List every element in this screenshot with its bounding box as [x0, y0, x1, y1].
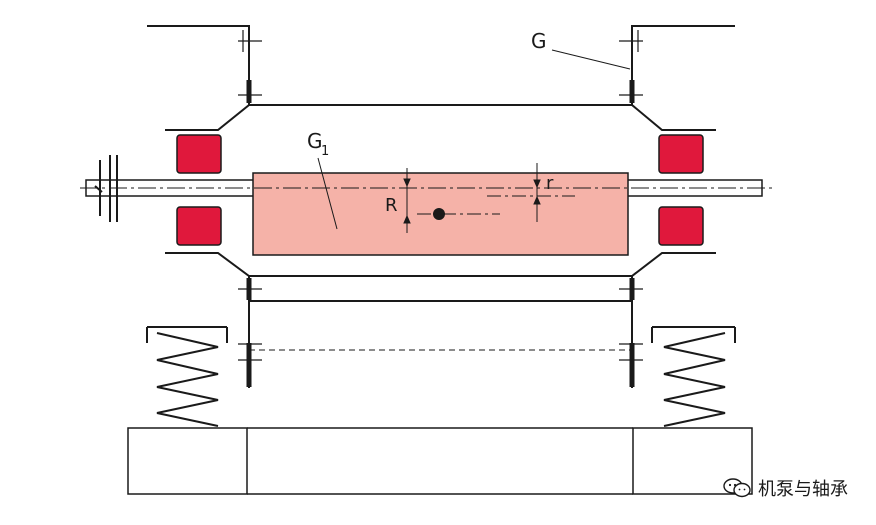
label-rotor-weight: G: [307, 129, 323, 153]
watermark: 机泵与轴承: [722, 475, 848, 501]
bearing-bottom-left: [176, 206, 222, 246]
centre-lines: [80, 187, 775, 215]
label-housing-weight: G: [531, 29, 547, 53]
spring-right: [663, 332, 726, 427]
label-rotor-weight-sub: 1: [321, 144, 329, 159]
bearing-top-left: [176, 134, 222, 174]
bearings: [176, 134, 704, 246]
springs: [146, 326, 736, 427]
watermark-text: 机泵与轴承: [758, 479, 848, 500]
base-block-left: [127, 427, 248, 495]
bearing-bottom-right: [658, 206, 704, 246]
housing-frame: [147, 25, 735, 388]
dimension-R: [403, 168, 411, 233]
wechat-icon: [723, 478, 751, 498]
label-eccentricity: r: [546, 173, 554, 194]
bolt-ticks: [238, 30, 643, 361]
bearing-top-right: [658, 134, 704, 174]
base: [127, 427, 753, 495]
label-bearing-radius: R: [385, 195, 398, 216]
base-block-right: [632, 427, 753, 495]
centre-of-mass-dot: [433, 208, 445, 220]
dimension-r: [533, 163, 541, 222]
spring-left: [156, 332, 219, 427]
leader-lines: [317, 49, 631, 230]
